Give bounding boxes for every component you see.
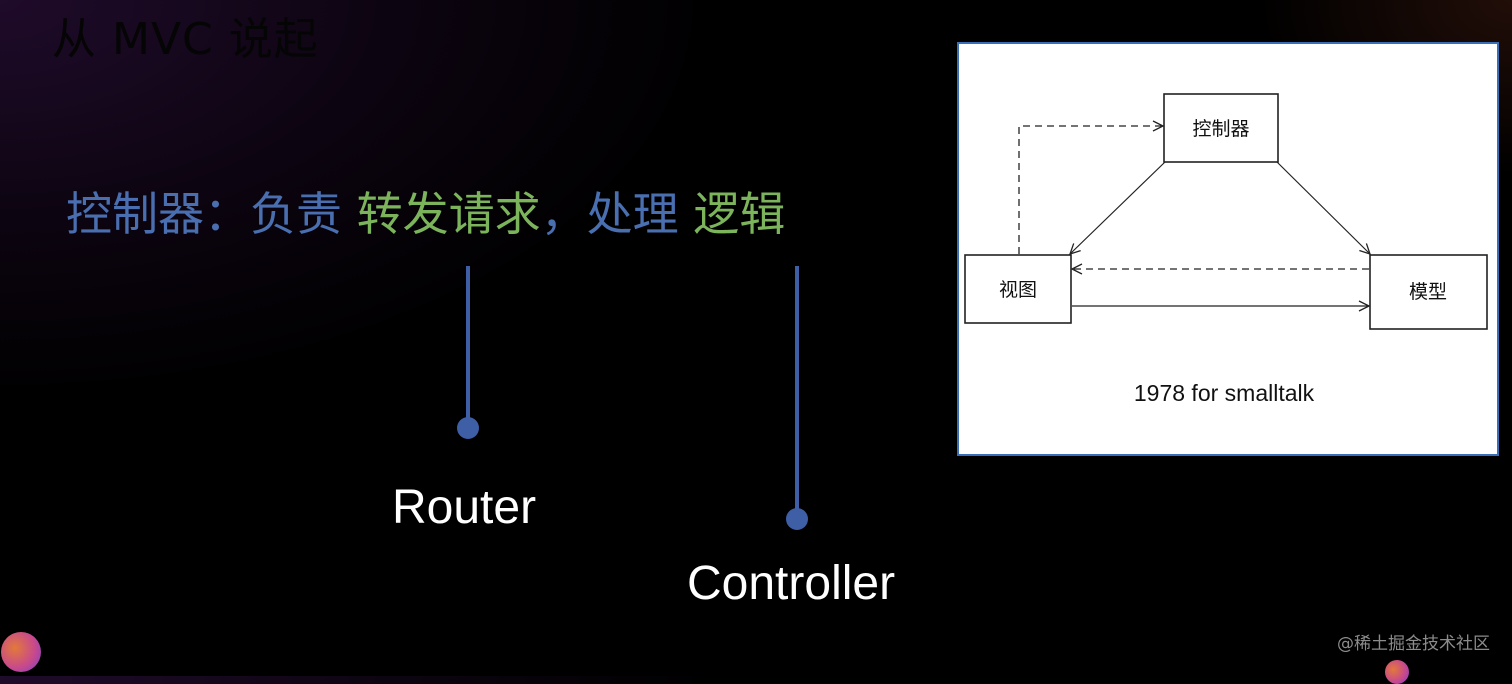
router-connector-line (466, 266, 470, 428)
node-controller-box (1163, 93, 1279, 163)
decorative-orb (1, 632, 41, 672)
headline: 控制器：负责 转发请求，处理 逻辑 (66, 183, 785, 245)
router-term: Router (392, 481, 537, 534)
controller-connector-dot (786, 508, 808, 530)
headline-forward-request: 转发请求 (356, 187, 541, 241)
slide-title: 从 MVC 说起 (52, 14, 319, 65)
node-controller-label: 控制器 (1192, 118, 1249, 140)
node-model-label: 模型 (1409, 281, 1447, 303)
headline-part-responsible: 控制器：负责 (66, 187, 357, 241)
mvc-diagram-panel: 控制器 视图 模型 1978 for smalltalk (957, 42, 1499, 456)
headline-part-handle: ，处理 (540, 187, 694, 241)
watermark: @稀土掘金技术社区 (1337, 634, 1490, 654)
node-model-box (1369, 254, 1488, 330)
mvc-diagram: 控制器 视图 模型 1978 for smalltalk (964, 93, 1488, 406)
headline-logic: 逻辑 (693, 187, 786, 241)
node-view-box (964, 254, 1072, 324)
edge-controller-to-view (1070, 161, 1166, 254)
router-connector-dot (457, 417, 479, 439)
diagram-caption: 1978 for smalltalk (1134, 380, 1315, 406)
edge-controller-to-model (1276, 161, 1370, 254)
controller-connector-line (795, 266, 799, 519)
controller-term: Controller (687, 557, 896, 610)
node-view-label: 视图 (999, 279, 1037, 301)
edge-view-to-controller-dashed (1018, 126, 1163, 254)
decorative-orb-small (1385, 660, 1409, 684)
